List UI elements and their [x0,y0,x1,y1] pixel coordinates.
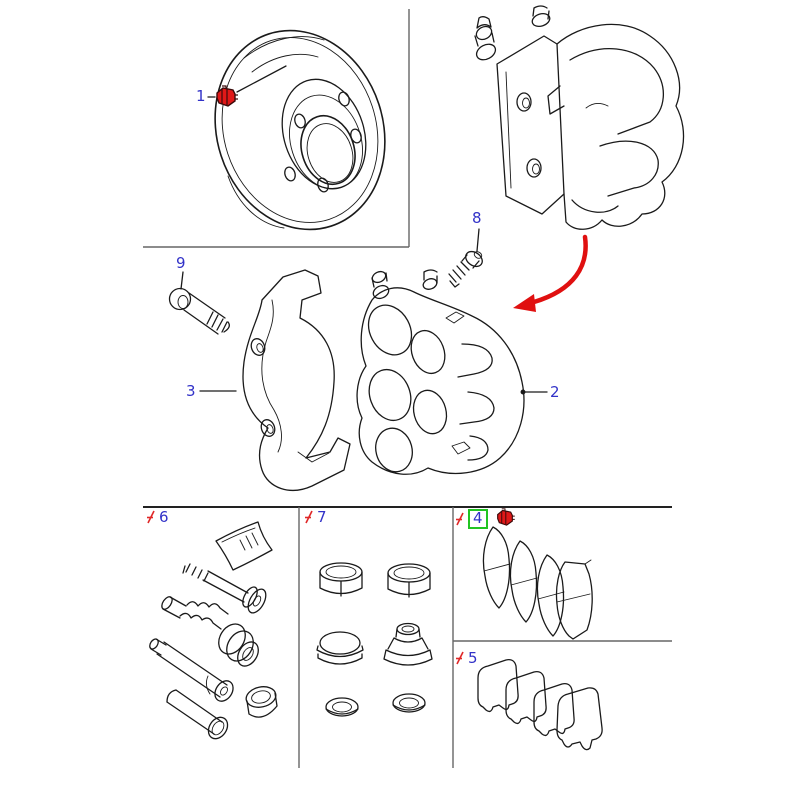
callout-4-number: 4 [473,509,483,527]
brake-caliper-drawing [356,269,548,475]
rear-pads-drawing [477,658,603,751]
callout-1-number: 1 [196,87,206,105]
callout-4-highlight-box: 4 [468,509,488,529]
callout-8[interactable]: 8 [472,211,482,226]
callout-8-number: 8 [472,209,482,227]
caliper-carrier-drawing [199,269,351,491]
kit-mark-icon [456,512,464,526]
guide-bolt-drawing [168,271,230,335]
seal-kit-drawing [316,562,433,717]
red-direction-arrow [513,234,588,312]
callout-9-number: 9 [176,254,186,272]
kit-mark-icon [147,510,155,524]
kit-mark-icon [305,510,313,524]
callout-2-number: 2 [550,383,560,401]
guide-pin-kit-drawing [149,521,278,740]
brake-disc-drawing [214,29,386,231]
callout-5[interactable]: 5 [455,650,478,666]
callout-7[interactable]: 7 [304,509,327,525]
kit-mark-icon [456,651,464,665]
spring-clip-icon [216,85,238,107]
callout-3[interactable]: 3 [186,384,196,399]
callout-2[interactable]: 2 [550,385,560,400]
callout-6-number: 6 [159,507,169,526]
callout-3-number: 3 [186,382,196,400]
callout-7-number: 7 [317,507,327,526]
front-pads-drawing [482,526,593,640]
caliper-screw-drawing [448,228,483,288]
caliper-assembly-drawing [474,5,685,230]
callout-1[interactable]: 1 [196,89,206,104]
callout-4[interactable]: 4 [455,508,517,530]
spring-clip-icon [496,508,515,526]
panel-borders [143,9,672,768]
callout-9[interactable]: 9 [176,256,186,271]
callout-6[interactable]: 6 [146,509,169,525]
callout-5-number: 5 [468,648,478,667]
